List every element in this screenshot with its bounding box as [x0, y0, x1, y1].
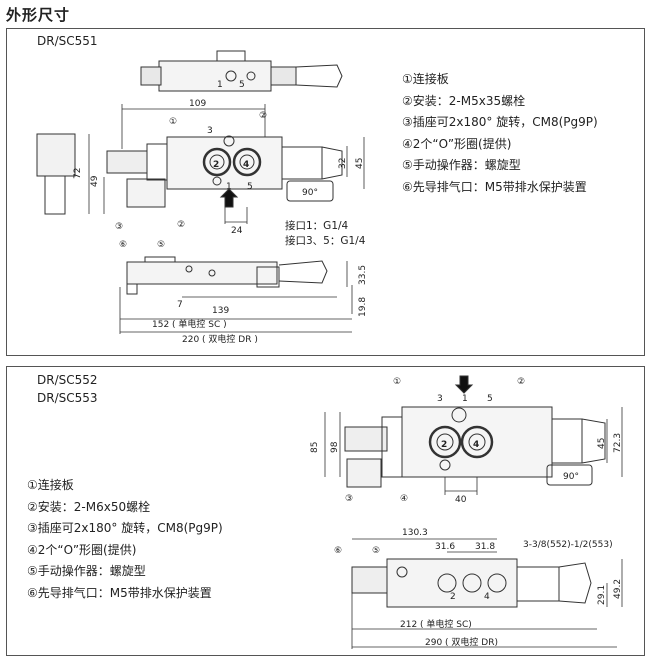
callout-1: ①	[169, 117, 177, 127]
dim-7: 7	[177, 300, 183, 310]
callout-5: ⑤	[157, 240, 165, 250]
dim-290: 290 ( 双电控 DR)	[425, 636, 498, 648]
dim-85: 85	[310, 442, 320, 453]
port-notes: 接口1：G1/4 接口3、5：G1/4	[285, 219, 365, 249]
dim-33-5: 33.5	[358, 265, 368, 285]
model-label: DR/SC552	[37, 373, 98, 387]
legend-item: ①连接板	[402, 72, 449, 86]
port-2: 2	[441, 440, 447, 450]
dim-29-1: 29.1	[597, 585, 607, 605]
front-view-body	[36, 133, 343, 215]
callout-4: ④	[400, 494, 408, 504]
dim-32: 32	[338, 158, 348, 169]
dim-49-2: 49.2	[613, 579, 623, 599]
model-label: DR/SC553	[37, 391, 98, 405]
dim-31-8: 31.8	[475, 542, 495, 552]
legend-item: ⑤手动操作器：螺旋型	[27, 564, 146, 578]
rotation-mark: 90°	[563, 472, 579, 482]
panel-sc551: DR/SC551	[6, 28, 645, 356]
dim-139: 139	[212, 306, 229, 316]
legend-item: ④2个“O”形圈(提供)	[27, 542, 137, 557]
port-1: 1	[462, 394, 468, 404]
port-note: 接口3、5：G1/4	[285, 235, 366, 247]
dim-152: 152 ( 单电控 SC )	[152, 318, 227, 330]
dim-212: 212 ( 单电控 SC)	[400, 618, 472, 630]
callout-3: ③	[115, 222, 123, 232]
legend-item: ①连接板	[27, 478, 74, 492]
dim-45: 45	[355, 158, 365, 169]
port-size-note: 3-3/8(552)-1/2(553)	[523, 540, 613, 550]
port-1: 1	[226, 182, 232, 192]
callout-2: ②	[517, 377, 525, 387]
port-2: 2	[213, 160, 219, 170]
port-2-side: 2	[450, 592, 456, 602]
port-3: 3	[437, 394, 443, 404]
callout-1: ①	[393, 377, 401, 387]
dim-130-3: 130.3	[402, 528, 428, 538]
port-4-side: 4	[484, 592, 490, 602]
legend-item: ②安装：2-M6x50螺栓	[27, 499, 151, 514]
port-5-top: 5	[239, 80, 245, 90]
side-view-body	[126, 256, 328, 295]
callout-6: ⑥	[334, 546, 342, 556]
port-1-top: 1	[217, 80, 223, 90]
dim-31-6: 31.6	[435, 542, 455, 552]
port-note: 接口1：G1/4	[285, 220, 349, 232]
legend-item: ②安装：2-M5x35螺栓	[402, 93, 526, 108]
rotation-mark: 90°	[302, 188, 318, 198]
legend-item: ⑥先导排气口：M5带排水保护装置	[27, 585, 212, 600]
port-4: 4	[243, 160, 249, 170]
legend-item: ⑥先导排气口：M5带排水保护装置	[402, 179, 587, 194]
dim-109: 109	[189, 99, 206, 109]
legend-item: ③插座可2x180° 旋转，CM8(Pg9P)	[402, 115, 598, 129]
page-title: 外形尺寸	[6, 6, 71, 24]
dimension-lines	[324, 407, 623, 649]
drawing-sc552-553: 85 98 45 72.3 40 130.3 31.6 31.8 3-3/8(5…	[310, 375, 623, 649]
callout-2-lower: ②	[177, 220, 185, 230]
callout-6: ⑥	[119, 240, 127, 250]
callout-3: ③	[345, 494, 353, 504]
dim-49: 49	[90, 175, 100, 187]
dim-72-3: 72.3	[613, 433, 623, 453]
callout-2: ②	[259, 111, 267, 121]
model-label: DR/SC551	[37, 34, 98, 48]
legend-list: ①连接板 ②安装：2-M5x35螺栓 ③插座可2x180° 旋转，CM8(Pg9…	[402, 69, 598, 198]
legend-item: ④2个“O”形圈(提供)	[402, 136, 512, 151]
dim-45: 45	[597, 438, 607, 449]
port-5: 5	[487, 394, 493, 404]
drawing-sc551: 109 72 49 32 45 24 33.5 19.8 7 139 152 (…	[36, 50, 368, 345]
dim-40: 40	[455, 495, 467, 505]
panel-sc552-553: DR/SC552 DR/SC553	[6, 366, 645, 656]
top-view-body	[140, 50, 343, 92]
dim-24: 24	[231, 226, 243, 236]
dim-19-8: 19.8	[358, 297, 368, 317]
legend-list: ①连接板 ②安装：2-M6x50螺栓 ③插座可2x180° 旋转，CM8(Pg9…	[27, 475, 223, 604]
front-view-body	[344, 375, 606, 488]
dim-72: 72	[73, 168, 83, 179]
port-5: 5	[247, 182, 253, 192]
dim-220: 220 ( 双电控 DR )	[182, 333, 258, 345]
dimension-lines	[88, 104, 365, 334]
port-3: 3	[207, 126, 213, 136]
port-4: 4	[473, 440, 479, 450]
legend-item: ③插座可2x180° 旋转，CM8(Pg9P)	[27, 521, 223, 535]
side-view-body	[351, 558, 592, 608]
callout-5: ⑤	[372, 546, 380, 556]
legend-item: ⑤手动操作器：螺旋型	[402, 158, 521, 172]
dim-98: 98	[330, 441, 340, 453]
